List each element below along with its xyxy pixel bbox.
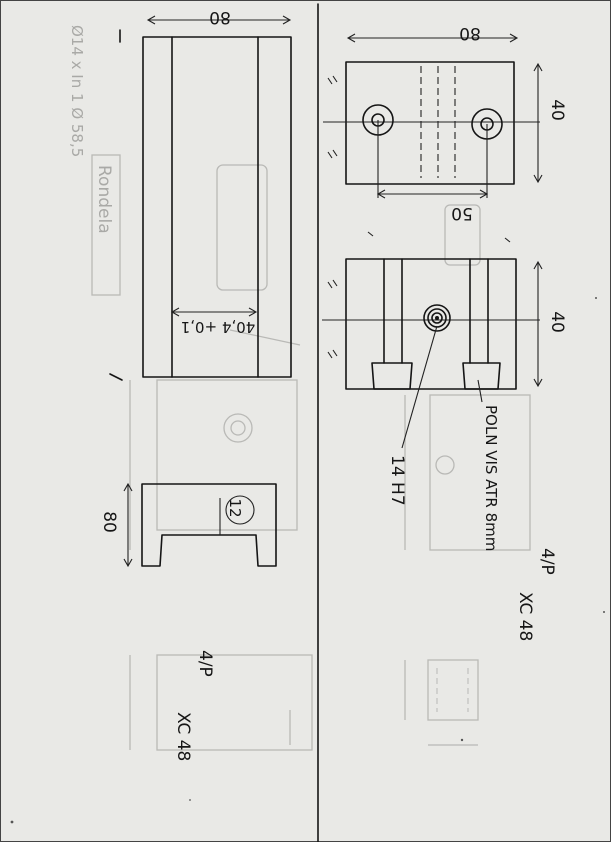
bore-tolerance-callout: 14 H7 [387, 455, 407, 506]
inner-width-dimension: 40,4 +0,1 [181, 318, 256, 336]
hole-diameter-dimension: 12 [226, 498, 244, 517]
steel-grade-note-left: XC 48 [173, 712, 193, 761]
front-view: 40 14 H7 POLN VIS ATR 8mm 4/P XC 48 [322, 258, 567, 641]
top-width-dimension: 80 [459, 23, 481, 43]
bleed-through-ghost [129, 164, 531, 751]
part-name-note: Rondela [94, 165, 114, 234]
side-width-dimension: 80 [209, 7, 231, 27]
steel-grade-note-right: XC 48 [515, 592, 535, 641]
material-note: Ø14 x In 1 Ø 58,5 [68, 25, 86, 157]
front-height-dimension: 40 [547, 311, 567, 333]
qty-note-right: 4/P [537, 548, 557, 575]
screw-hole-callout: POLN VIS ATR 8mm [482, 405, 500, 551]
notes-block: Rondela Ø14 x In 1 Ø 58,5 [68, 25, 121, 296]
top-height-dimension: 40 [547, 99, 567, 121]
top-view: 50 80 40 [323, 23, 567, 243]
hole-spacing-dimension: 50 [451, 203, 473, 223]
part-height-dimension: 80 [99, 511, 119, 533]
paper-speckles [10, 297, 605, 824]
qty-note-left: 4/P [195, 650, 215, 677]
side-view: 80 40,4 +0,1 80 12 4/P XC 48 [99, 7, 292, 761]
